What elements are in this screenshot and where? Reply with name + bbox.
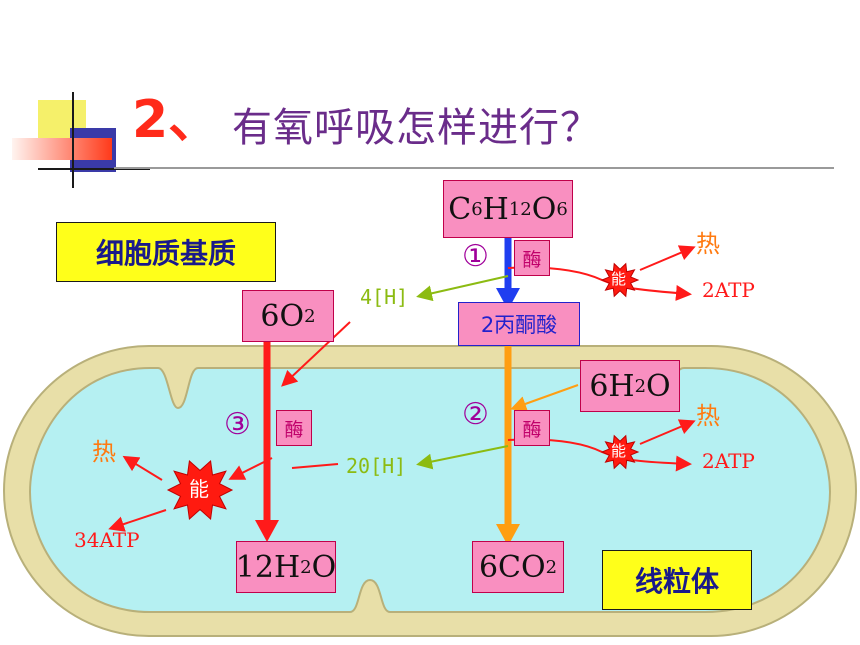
heat-label-3: 热 bbox=[92, 438, 116, 466]
glucose-h: H bbox=[482, 191, 509, 227]
atp-label-2: 2ATP bbox=[702, 449, 755, 473]
enzyme-3: 酶 bbox=[276, 410, 312, 446]
enzyme-2: 酶 bbox=[514, 410, 550, 446]
hydrogen-stage2-label: 20[H] bbox=[346, 454, 407, 478]
energy-star-1 bbox=[600, 262, 640, 298]
water-input-arrow bbox=[510, 384, 579, 412]
heat-label-2: 热 bbox=[696, 402, 720, 430]
atp-label-3: 34ATP bbox=[74, 528, 140, 552]
enzyme-1: 酶 bbox=[514, 240, 550, 276]
stage-3-marker: ③ bbox=[224, 407, 251, 442]
oxygen-o: 6O bbox=[260, 298, 305, 334]
hydrogen-stage1-label: 4[H] bbox=[360, 285, 409, 309]
ornament-red-bar bbox=[12, 138, 112, 160]
energy-star-2 bbox=[600, 434, 640, 470]
stage-1-marker: ① bbox=[462, 239, 489, 274]
atp-label-1: 2ATP bbox=[702, 278, 755, 302]
stage-2-marker: ② bbox=[462, 397, 489, 432]
cytoplasm-label: 细胞质基质 bbox=[56, 222, 276, 282]
energy-label-1: 能 bbox=[611, 270, 627, 288]
water-in-o: O bbox=[646, 368, 671, 404]
ornament-vertical-line bbox=[72, 92, 74, 188]
h-to-energy-arrow bbox=[291, 463, 339, 469]
etc-arrowhead bbox=[255, 520, 279, 542]
star2-heat-arrow bbox=[639, 419, 696, 445]
glucose-h-count: 12 bbox=[508, 198, 532, 220]
water-in-h-count: 2 bbox=[634, 375, 647, 397]
glycolysis-arrowhead bbox=[496, 288, 520, 310]
ornament-horizontal-line bbox=[38, 168, 150, 170]
star3-heat-arrow bbox=[122, 455, 163, 481]
water-out-h-count: 2 bbox=[300, 556, 312, 578]
energy-label-2: 能 bbox=[611, 442, 627, 460]
oxygen-to-h-arrow bbox=[281, 321, 351, 387]
glucose-c: C bbox=[448, 191, 472, 227]
glucose-o: O bbox=[531, 191, 557, 227]
star1-heat-arrow bbox=[639, 245, 696, 271]
water-out-o: O bbox=[311, 549, 337, 585]
title-underline bbox=[114, 167, 834, 169]
enzyme3-to-energy-arrow bbox=[228, 457, 273, 480]
co2-count: 2 bbox=[545, 556, 558, 578]
energy-star-3 bbox=[166, 459, 234, 521]
page-title: 有氧呼吸怎样进行？ bbox=[232, 105, 601, 151]
co2-c: 6CO bbox=[478, 549, 546, 585]
glucose-c-count: 6 bbox=[471, 198, 483, 220]
title-number: 2、 bbox=[132, 90, 221, 150]
mitochondrion-label: 线粒体 bbox=[602, 550, 752, 610]
h4-arrow bbox=[416, 275, 509, 302]
water-out-h: 12H bbox=[235, 549, 301, 585]
star3-atp-arrow bbox=[108, 509, 167, 532]
heat-label-1: 热 bbox=[696, 230, 720, 258]
oxygen-count: 2 bbox=[304, 305, 316, 327]
krebs-arrowhead bbox=[496, 524, 520, 546]
pyruvate-box: 2丙酮酸 bbox=[458, 302, 580, 346]
h20-arrow bbox=[416, 445, 509, 470]
water-in-h: 6H bbox=[589, 368, 635, 404]
glucose-o-count: 6 bbox=[556, 198, 568, 220]
energy-label-3: 能 bbox=[189, 477, 209, 501]
